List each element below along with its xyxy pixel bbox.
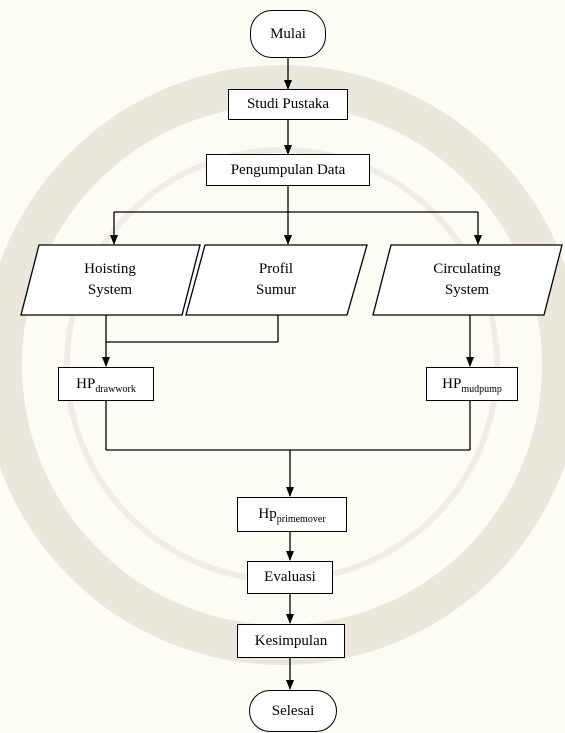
hp-drawwork-label: HPdrawwork <box>76 375 136 395</box>
kesimpulan-label: Kesimpulan <box>254 632 328 649</box>
hoisting-system-shape <box>20 244 201 316</box>
end-terminal: Selesai <box>249 690 337 732</box>
circulating-system-shape <box>372 244 563 316</box>
studi-pustaka-box: Studi Pustaka <box>228 89 348 120</box>
evaluasi-box: Evaluasi <box>247 561 333 594</box>
hp-primemover-label: Hpprimemover <box>258 506 326 525</box>
profil-sumur-shape <box>185 244 368 316</box>
studi-pustaka-label: Studi Pustaka <box>246 96 330 112</box>
end-label: Selesai <box>271 702 315 719</box>
hp-mudpump-label: HPmudpump <box>442 375 502 395</box>
hp-mudpump-box: HPmudpump <box>426 367 518 401</box>
circulating-system-label: Circulating System <box>433 261 501 298</box>
hoisting-system-label: Hoisting System <box>84 261 136 298</box>
kesimpulan-box: Kesimpulan <box>237 624 345 658</box>
pengumpulan-data-box: Pengumpulan Data <box>206 154 370 186</box>
start-terminal: Mulai <box>250 10 326 58</box>
profil-sumur-label: Profil Sumur <box>255 261 296 298</box>
evaluasi-label: Evaluasi <box>264 569 316 585</box>
hp-primemover-box: Hpprimemover <box>237 497 347 532</box>
start-label: Mulai <box>270 25 306 42</box>
hp-drawwork-box: HPdrawwork <box>58 367 154 401</box>
pengumpulan-data-label: Pengumpulan Data <box>230 161 346 178</box>
